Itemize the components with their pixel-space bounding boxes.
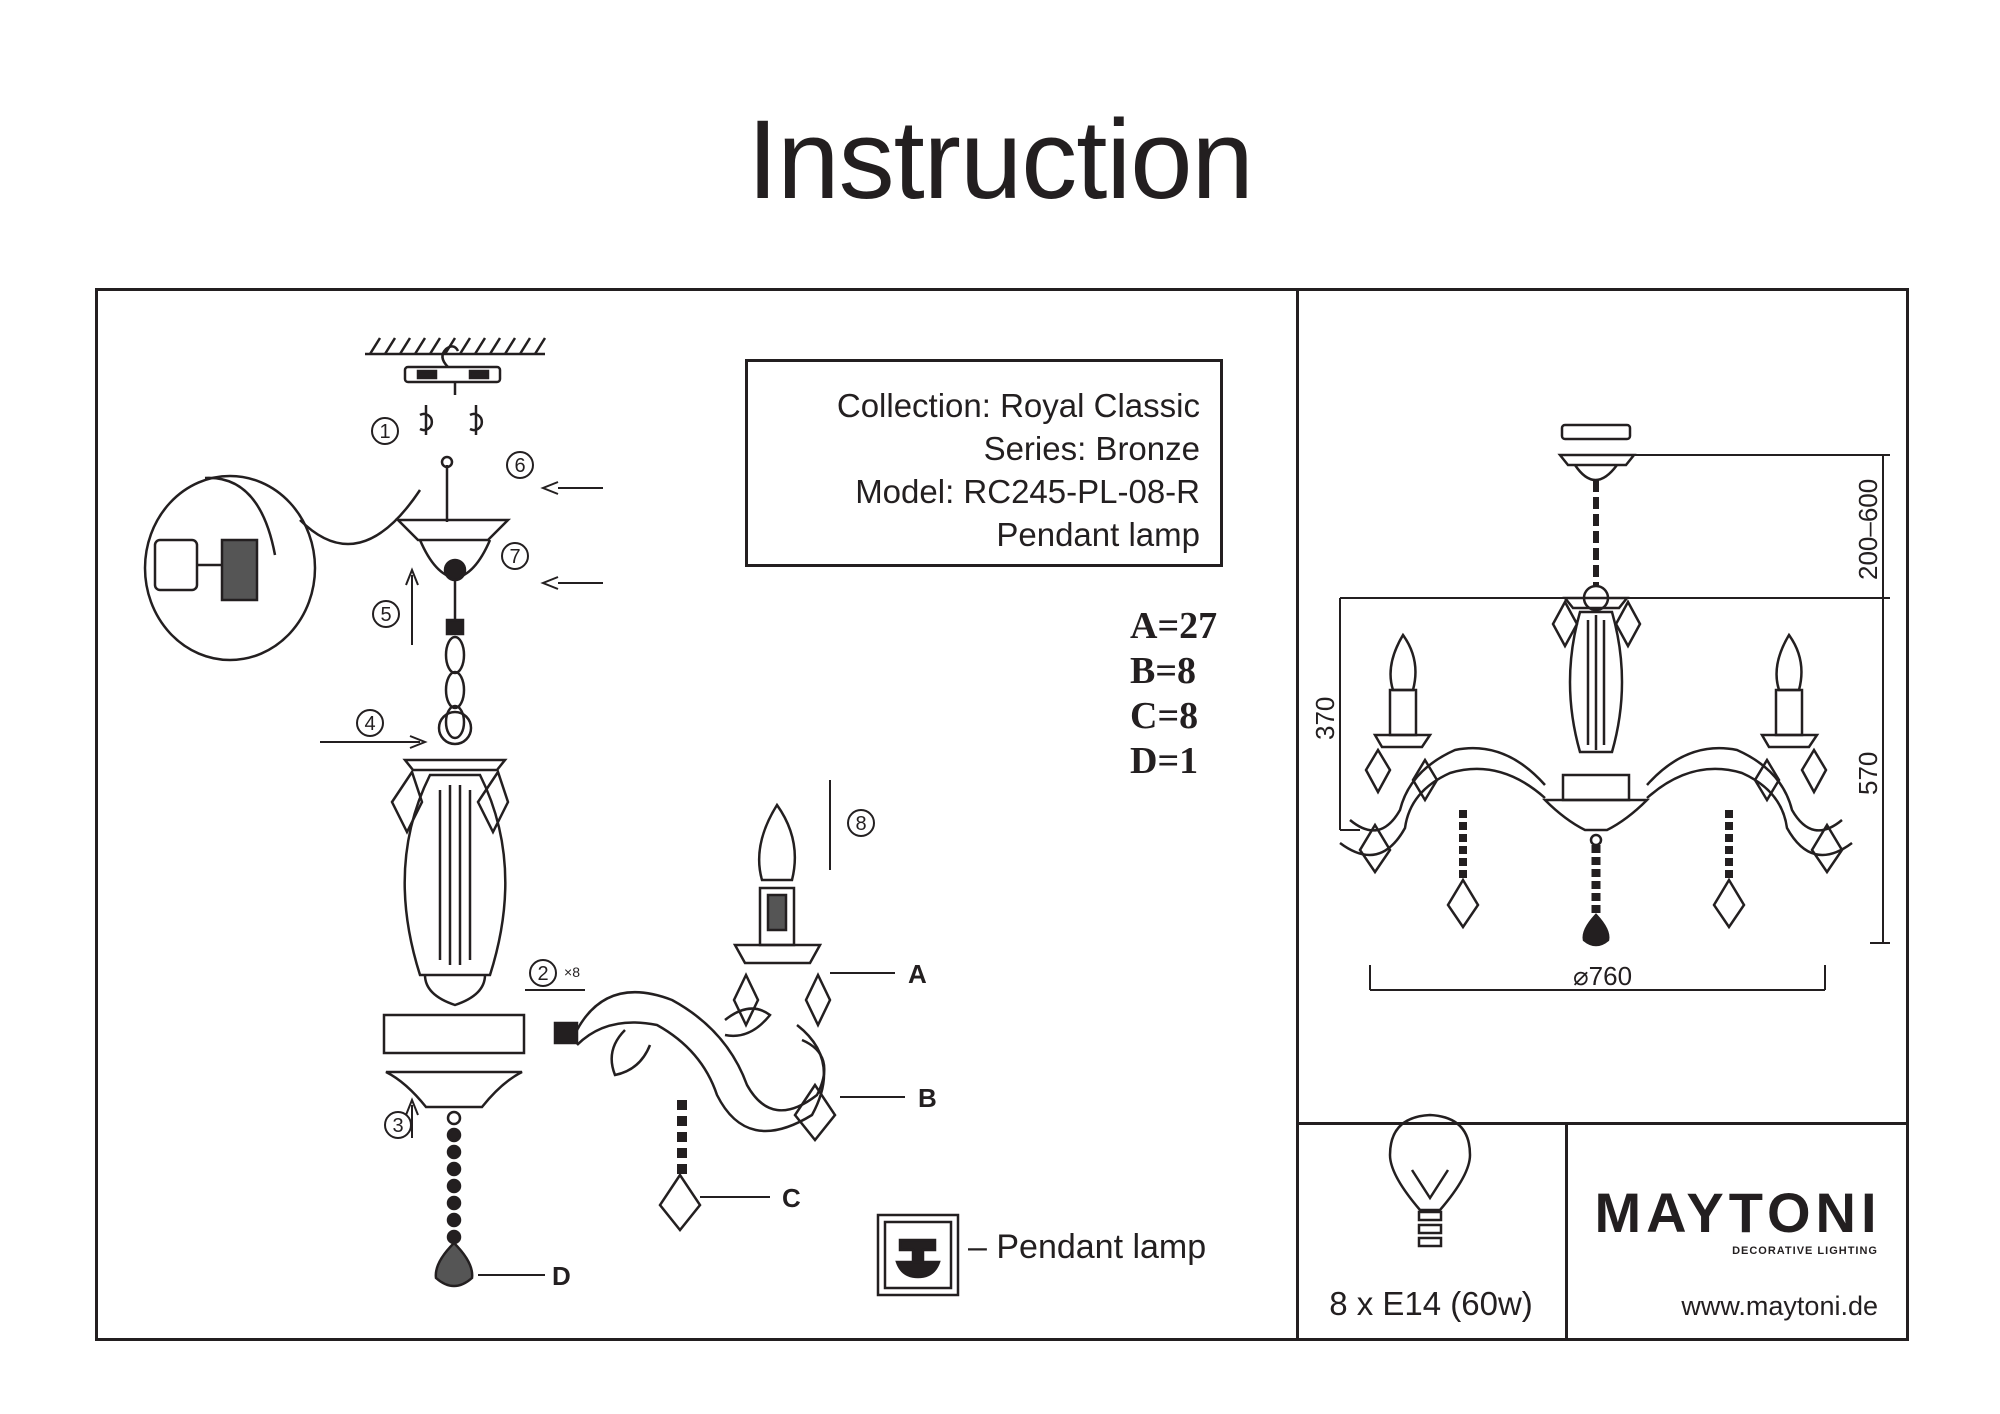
panel-divider — [1296, 288, 1299, 1341]
step-6-label: 6 — [514, 455, 525, 477]
step-markers — [356, 417, 875, 1139]
bulb-spec: 8 x E14 (60w) — [1329, 1285, 1533, 1322]
step-arrows — [320, 481, 905, 1276]
step-5-label: 5 — [380, 604, 391, 626]
wiring-detail-magnifier — [143, 474, 422, 662]
brand-name: MAYTONI — [1594, 1181, 1882, 1244]
overview-drawing — [1339, 423, 1853, 947]
diagram-frame — [95, 288, 1909, 1341]
step-4-label: 4 — [364, 713, 375, 735]
panel-divider — [1296, 1122, 1909, 1125]
bead-drop — [434, 1127, 474, 1288]
canopy — [394, 455, 512, 625]
product-info-box: Collection: Royal Classic Series: Bronze… — [745, 359, 1223, 567]
chain — [437, 618, 473, 746]
callout-b: B — [918, 1083, 937, 1113]
collection-label: Collection: Royal Classic — [836, 387, 1200, 424]
dim-total-height: 570 — [1853, 752, 1883, 795]
mounting-bracket — [403, 345, 502, 435]
page-title: Instruction — [747, 97, 1254, 222]
part-count-c: C=8 — [1130, 695, 1199, 737]
website-link[interactable]: www.maytoni.de — [1681, 1291, 1878, 1321]
step-number-labels: 1 2 3 4 5 6 7 8 ×8 — [364, 421, 866, 1137]
dim-diameter: ⌀760 — [1573, 961, 1632, 991]
step-2-multiplier: ×8 — [564, 964, 580, 980]
dim-chain-length: 200–600 — [1853, 479, 1883, 580]
dimension-lines — [1339, 454, 1890, 991]
light-bulb-icon — [1388, 1113, 1472, 1248]
product-type-label: Pendant lamp — [996, 516, 1200, 553]
brand-logo: MAYTONI DECORATIVE LIGHTING — [1568, 1181, 1908, 1258]
callout-d: D — [552, 1261, 571, 1291]
step-2-label: 2 — [537, 963, 548, 985]
dim-arm-height: 370 — [1310, 697, 1340, 740]
model-label: Model: RC245-PL-08-R — [855, 473, 1200, 510]
panel-divider — [1565, 1122, 1568, 1341]
part-count-b: B=8 — [1130, 650, 1196, 692]
brand-tagline: DECORATIVE LIGHTING — [1732, 1245, 1878, 1257]
central-column — [382, 758, 526, 1126]
part-count-d: D=1 — [1130, 740, 1199, 782]
series-label: Series: Bronze — [983, 430, 1200, 467]
pendant-lamp-icon — [876, 1213, 960, 1297]
step-1-label: 1 — [379, 421, 390, 443]
arm-assembly — [553, 802, 837, 1233]
dimension-labels: 200–600 370 570 ⌀760 — [1310, 479, 1883, 991]
parts-count-list: A=27 B=8 C=8 D=1 — [1130, 604, 1217, 784]
callout-a: A — [908, 959, 927, 989]
part-count-a: A=27 — [1130, 605, 1218, 647]
part-callouts: A B C D — [552, 959, 937, 1291]
callout-c: C — [782, 1183, 801, 1213]
legend-label: – Pendant lamp — [968, 1228, 1207, 1266]
step-7-label: 7 — [509, 546, 520, 568]
step-3-label: 3 — [392, 1115, 403, 1137]
column-crystals — [390, 769, 510, 835]
step-8-label: 8 — [855, 813, 866, 835]
